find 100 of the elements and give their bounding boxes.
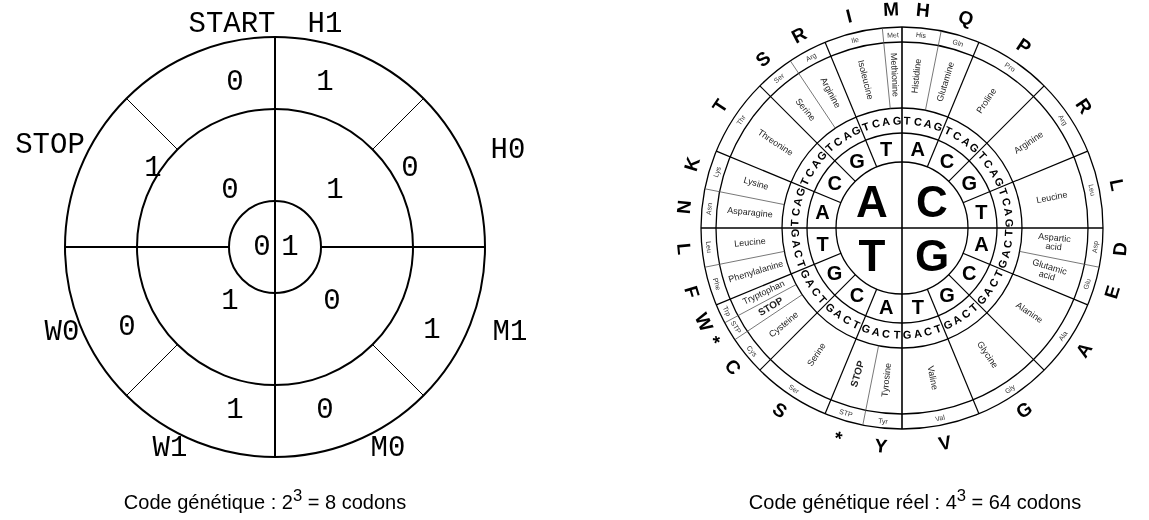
bit-value: 1: [221, 286, 239, 316]
codon-base-letter: A: [791, 196, 804, 208]
amino-acid-name: Methionine: [888, 52, 901, 98]
codon-base-letter: T: [903, 114, 911, 127]
base-letter: C: [939, 150, 955, 171]
codon-base-letter: C: [791, 248, 804, 260]
codon-base-letter: G: [892, 114, 902, 127]
state-label: W0: [44, 317, 80, 347]
codon-base-letter: C: [870, 117, 882, 130]
codon-base-letter: T: [860, 120, 871, 134]
amino-acid-name: Leucine: [733, 236, 766, 250]
state-label: START: [188, 9, 276, 39]
amino-acid-letter: S: [752, 47, 774, 71]
codon-base-letter: A: [913, 328, 923, 341]
codon-base-letter: T: [788, 219, 801, 227]
codon-base-letter: C: [987, 277, 1001, 290]
base-letter: G: [961, 173, 978, 193]
amino-acid-letter: A: [1072, 338, 1096, 361]
state-label: W1: [152, 433, 188, 463]
codon-base-letter: G: [902, 329, 912, 342]
base-letter: C: [849, 285, 865, 306]
codon-base-letter: C: [831, 134, 845, 149]
codon-base-letter: C: [922, 325, 934, 339]
amino-acid-letter: Q: [955, 7, 976, 30]
base-letter: T: [858, 234, 886, 278]
state-label: H0: [490, 135, 526, 165]
amino-acid-letter: I: [843, 5, 854, 26]
codon-base-letter: C: [913, 115, 923, 128]
bit-value: 1: [423, 315, 441, 345]
codon-base-letter: G: [932, 120, 945, 134]
amino-acid-letter: K: [681, 155, 704, 174]
bit-value: 1: [144, 153, 162, 183]
amino-acid-letter: *: [704, 332, 725, 349]
bit-value: 1: [316, 67, 334, 97]
amino-acid-letter: R: [1072, 95, 1096, 118]
amino-acid-name: Aspartic acid: [1037, 232, 1072, 254]
base-letter: C: [827, 173, 842, 193]
codon-base-letter: A: [881, 115, 891, 128]
base-letter: T: [975, 202, 988, 223]
amino-acid-letter: T: [708, 96, 732, 117]
base-letter: G: [939, 285, 955, 306]
state-label: M0: [370, 433, 406, 463]
amino-acid-letter: L: [1106, 177, 1128, 193]
codon-base-letter: G: [788, 228, 801, 238]
bit-value: 0: [323, 286, 341, 316]
amino-acid-name: Valine: [924, 365, 939, 391]
amino-acid-name: Histidine: [910, 58, 924, 94]
bit-value: 1: [281, 232, 299, 262]
codon-base-letter: C: [999, 196, 1013, 208]
base-letter: G: [914, 234, 950, 278]
codon-base-letter: T: [992, 268, 1006, 280]
stop-label: STOP: [848, 359, 867, 389]
bit-value: 0: [221, 175, 239, 205]
codon-base-letter: A: [999, 248, 1013, 260]
base-letter: A: [974, 233, 989, 254]
codon-base-letter: C: [981, 157, 996, 171]
bit-value: 0: [253, 232, 271, 262]
codon-base-letter: T: [942, 124, 954, 138]
base-letter: T: [911, 297, 924, 318]
amino-acid-letter: M: [882, 0, 900, 20]
codon-base-letter: G: [798, 267, 812, 281]
base-letter: T: [880, 138, 893, 159]
amino-acid-letter: R: [788, 23, 810, 47]
codon-base-letter: T: [850, 318, 862, 332]
amino-acid-name: Leucine: [1035, 190, 1069, 206]
amino-acid-letter: E: [1100, 282, 1123, 301]
state-label: H1: [307, 9, 343, 39]
codon-base-letter: T: [1003, 229, 1015, 237]
amino-acid-letter: F: [681, 283, 704, 300]
codon-base-letter: T: [933, 322, 944, 336]
codon-base-letter: G: [794, 185, 808, 198]
base-letter: A: [910, 138, 925, 159]
codon-base-letter: C: [1002, 239, 1015, 249]
amino-acid-letter: G: [1012, 398, 1036, 423]
base-letter: G: [849, 150, 865, 171]
amino-acid-letter: C: [721, 355, 745, 379]
codon-base-letter: T: [794, 259, 808, 270]
amino-acid-letter: V: [936, 432, 953, 454]
amino-acid-name: Asparagine: [726, 206, 773, 220]
codon-base-letter: A: [789, 239, 802, 249]
codon-base-letter: C: [881, 328, 891, 341]
codon-base-letter: A: [1002, 207, 1015, 217]
amino-acid-letter: P: [1013, 34, 1035, 58]
base-letter: A: [878, 297, 894, 318]
base-letter: A: [815, 202, 830, 223]
bit-value: 0: [316, 395, 334, 425]
codon-base-letter: C: [789, 207, 802, 217]
amino-acid-letter: Y: [873, 435, 888, 456]
codon-base-letter: C: [840, 313, 853, 327]
caption: Code génétique : 2$^{3}$ = 8 codons: [123, 488, 407, 512]
state-label: M1: [492, 317, 528, 347]
amino-acid-name: Isoleucine: [855, 58, 875, 101]
amino-acid-letter: N: [673, 198, 695, 215]
base-letter: C: [916, 180, 948, 224]
bit-value: 0: [226, 67, 244, 97]
state-label: STOP: [15, 130, 85, 160]
codon-base-letter: A: [922, 117, 934, 130]
amino-acid-letter: H: [915, 0, 932, 21]
amino-acid-letter: D: [1109, 241, 1131, 258]
base-letter: A: [856, 180, 888, 224]
